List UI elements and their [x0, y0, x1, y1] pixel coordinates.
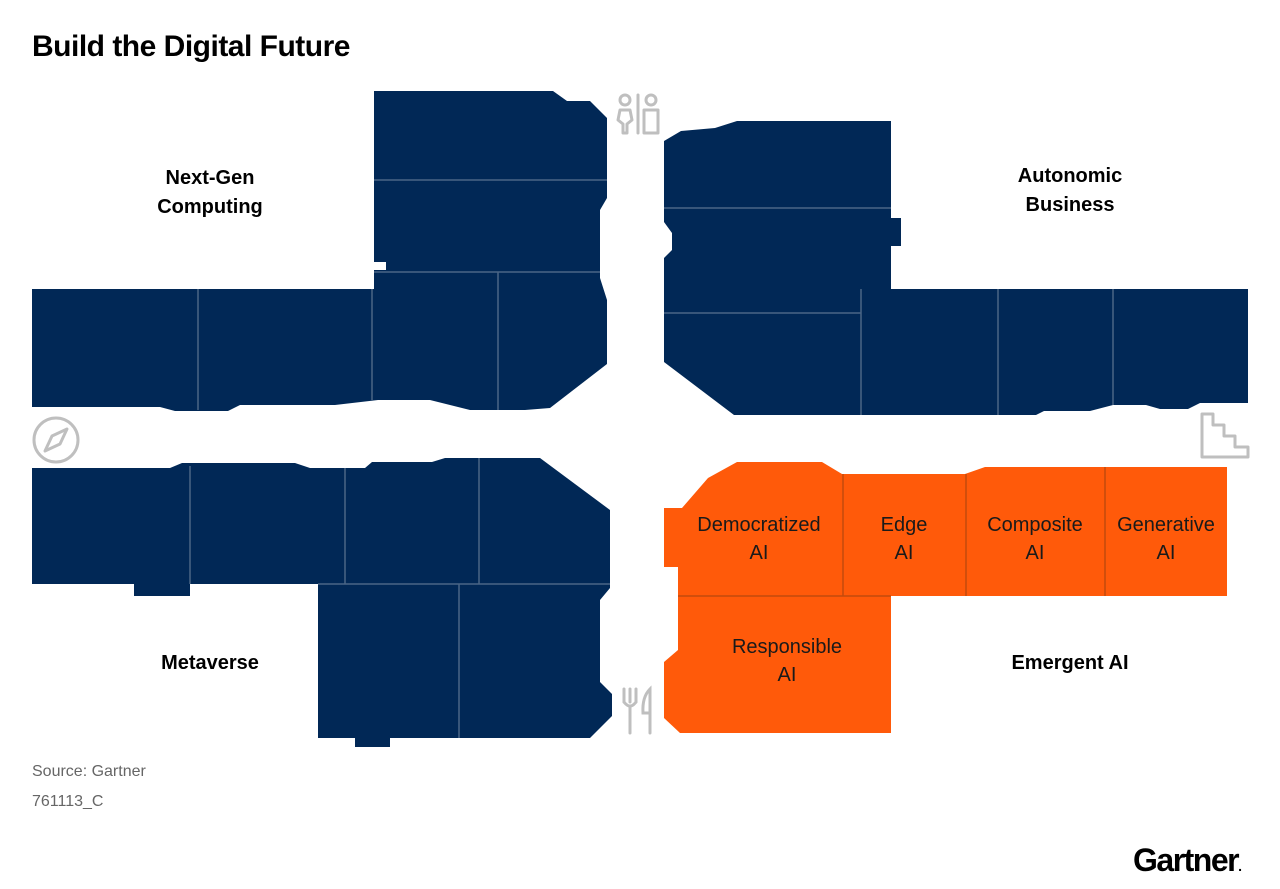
- logo-dot: .: [1238, 858, 1242, 874]
- next-gen-dividers: [197, 179, 607, 410]
- dining-icon: [622, 685, 652, 735]
- gartner-logo: Gartner.: [1133, 842, 1242, 879]
- source-note: Source: Gartner: [32, 763, 146, 780]
- quadrant-label-autonomic-business: Autonomic Business: [1017, 165, 1123, 216]
- emergent-ai-dividers: [678, 467, 1106, 597]
- compass-icon: [32, 416, 80, 464]
- block-emergent-ai[interactable]: [664, 462, 1227, 733]
- block-next-gen-computing: [32, 91, 607, 411]
- autonomic-dividers: [664, 207, 1114, 415]
- quadrant-label-emergent-ai: Emergent AI: [1011, 652, 1129, 674]
- restroom-icon: [616, 93, 660, 135]
- figure-code: 761113_C: [32, 793, 104, 810]
- stairs-icon: [1200, 412, 1250, 459]
- quadrant-label-next-gen-computing: Next-Gen Computing: [157, 167, 263, 218]
- logo-text: Gartner: [1133, 842, 1240, 878]
- block-autonomic-business: [664, 121, 1248, 415]
- block-metaverse: [32, 458, 612, 747]
- quadrant-label-metaverse: Metaverse: [161, 652, 259, 674]
- metaverse-dividers: [189, 458, 610, 738]
- page-title: Build the Digital Future: [32, 30, 351, 63]
